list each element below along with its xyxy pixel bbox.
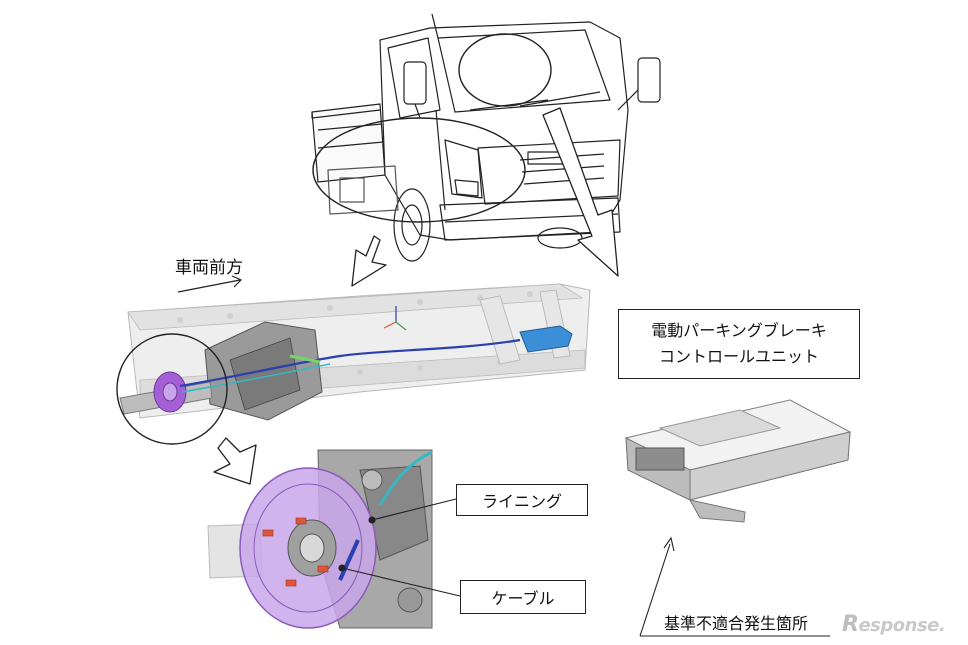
watermark-r: R	[842, 612, 859, 637]
lining-label: ライニング	[481, 492, 562, 511]
callout-lines	[338, 498, 830, 637]
front-direction-arrow	[177, 275, 243, 293]
response-watermark: Response.	[842, 612, 946, 637]
truck-illustration	[311, 13, 661, 262]
cable-label: ケーブル	[491, 589, 555, 608]
arrow-to-drum	[213, 437, 257, 485]
watermark-text: esponse.	[858, 615, 946, 636]
vehicle-front-label: 車両前方	[175, 258, 243, 278]
defect-location-label: 基準不適合発生箇所	[664, 614, 809, 633]
ecu-label-box: 電動パーキングブレーキ コントロールユニット	[618, 309, 860, 379]
pointer-arrows	[213, 107, 619, 485]
arrow-to-frame	[351, 235, 387, 287]
lining-label-box: ライニング	[456, 484, 588, 516]
ecu-label-line2: コントロールユニット	[658, 347, 819, 366]
arrow-to-ecu	[542, 107, 619, 277]
brake-drum-closeup	[207, 449, 433, 629]
cable-label-box: ケーブル	[460, 580, 586, 614]
chassis-frame	[116, 283, 591, 445]
ecu-label-line1: 電動パーキングブレーキ	[651, 321, 827, 340]
ecu-unit	[624, 399, 852, 523]
